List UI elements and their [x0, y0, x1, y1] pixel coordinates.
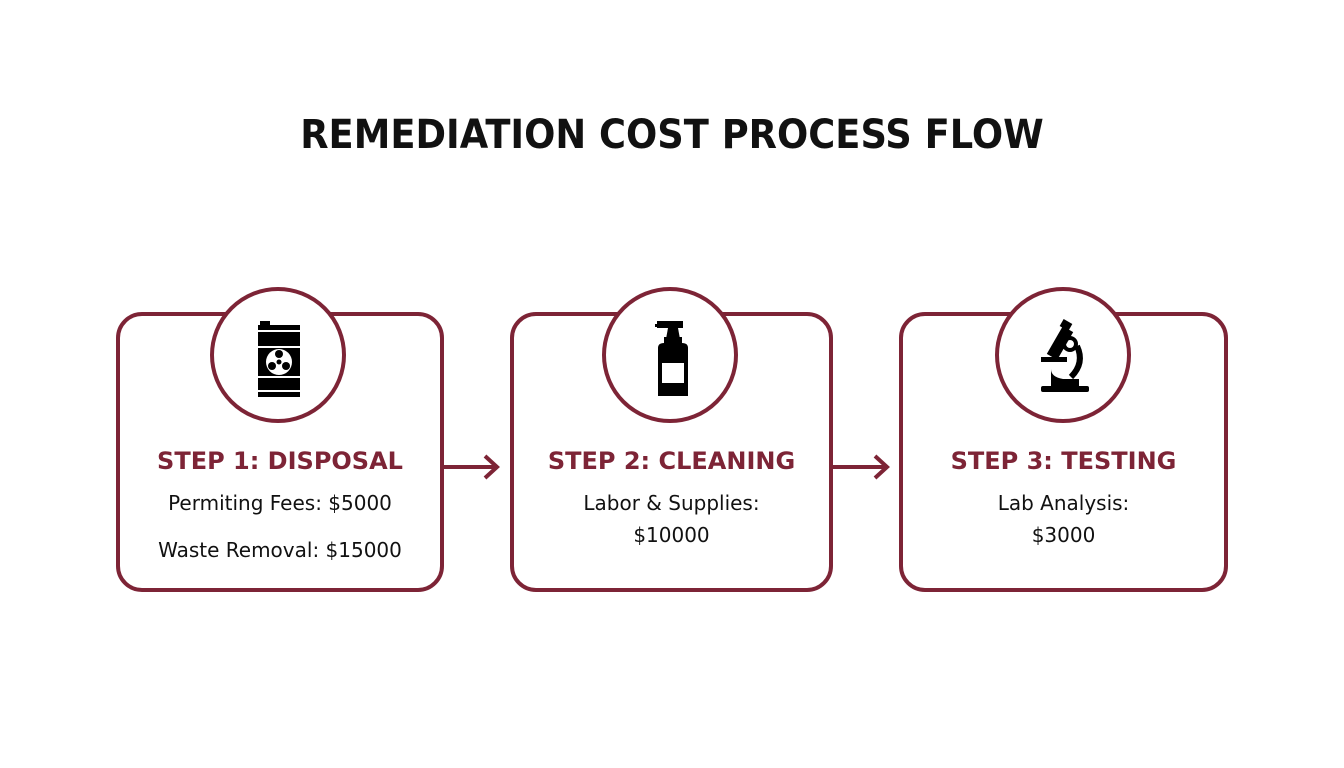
step-1-cost-line: Waste Removal: $15000 — [158, 538, 402, 562]
step-2-cost-line: Labor & Supplies: — [583, 491, 760, 515]
step-2-cost-line: $10000 — [633, 523, 710, 547]
step-1-icon-circle — [210, 287, 346, 423]
step-3-cost-line: $3000 — [1031, 523, 1096, 547]
page-title: REMEDIATION COST PROCESS FLOW — [300, 112, 1044, 158]
step-1-cost-line: Permiting Fees: $5000 — [168, 491, 392, 515]
step-3-title: STEP 3: TESTING — [950, 447, 1177, 475]
step-2-icon-circle — [602, 287, 738, 423]
step-1-title: STEP 1: DISPOSAL — [157, 447, 403, 475]
hazardous-waste-barrel-icon — [258, 321, 300, 397]
step-3-cost-line: Lab Analysis: — [997, 491, 1130, 515]
microscope-icon — [1041, 319, 1089, 392]
arrow-right-icon — [833, 454, 890, 480]
step-3-icon-circle — [995, 287, 1131, 423]
step-2-title: STEP 2: CLEANING — [547, 447, 796, 475]
spray-bottle-icon — [655, 321, 688, 396]
arrow-right-icon — [443, 454, 500, 480]
